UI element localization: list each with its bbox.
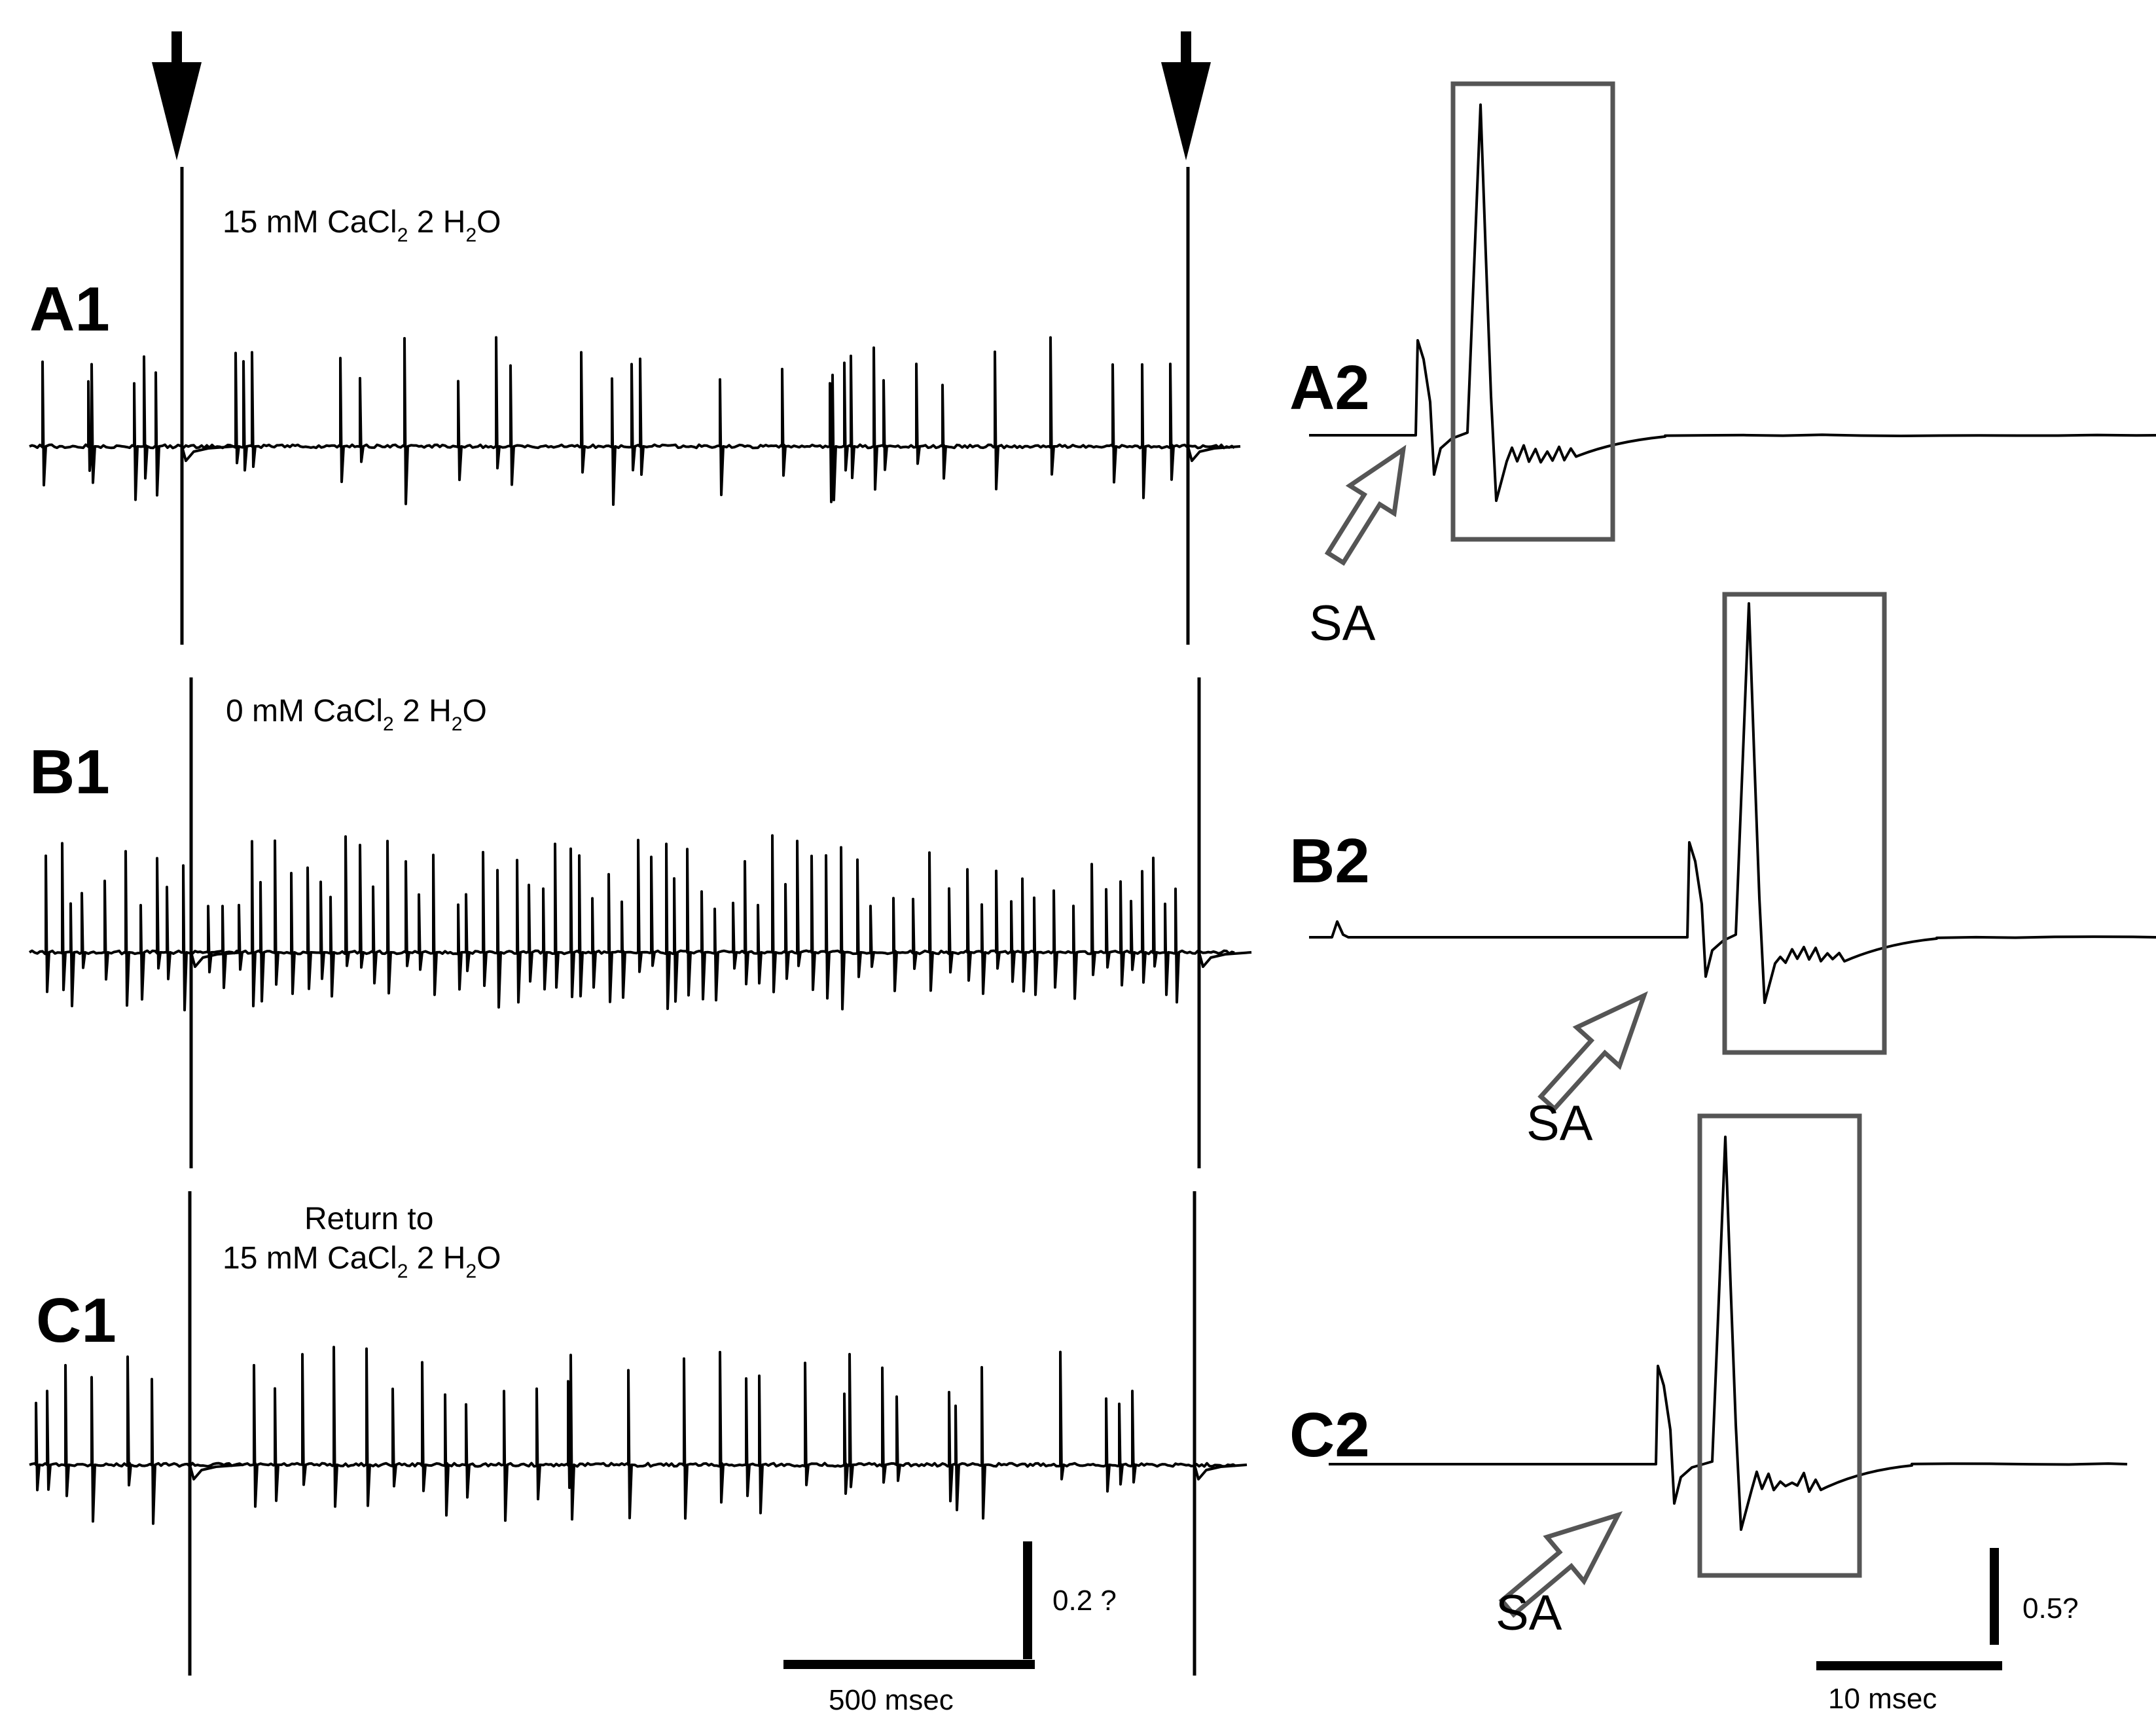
highlight-box-a2 xyxy=(1450,81,1615,542)
panel-label-a1: A1 xyxy=(29,274,110,344)
scale-bar-left-time xyxy=(783,1660,1035,1669)
condition-label-a1: 15 mM CaCl2 2 H2O xyxy=(223,205,501,246)
condition-label-b1: 0 mM CaCl2 2 H2O xyxy=(226,694,487,735)
trace-c2 xyxy=(1329,1136,2128,1531)
trace-b2 xyxy=(1309,602,2156,1004)
condition-label-c1: 15 mM CaCl2 2 H2O xyxy=(223,1241,501,1282)
sa-arrow-c2-icon xyxy=(1498,1511,1623,1618)
scale-bar-right-amplitude xyxy=(1990,1548,1999,1645)
condition-label-c1-line1: Return to xyxy=(304,1202,433,1236)
stimulus-arrow-left-icon xyxy=(152,31,202,160)
highlight-box-c2 xyxy=(1697,1113,1862,1578)
sa-label-a2: SA xyxy=(1309,596,1376,651)
sa-label-c2: SA xyxy=(1496,1585,1562,1641)
panel-label-b1: B1 xyxy=(29,737,110,807)
panel-label-b2: B2 xyxy=(1289,826,1370,896)
highlight-box-b2 xyxy=(1722,592,1887,1055)
sa-arrow-b2-icon xyxy=(1537,991,1648,1112)
sa-arrow-a2-icon xyxy=(1324,444,1407,566)
scale-label-right-time: 10 msec xyxy=(1828,1683,1937,1715)
stimulus-arrow-right-icon xyxy=(1161,31,1211,160)
scale-label-right-amplitude: 0.5? xyxy=(2022,1592,2079,1625)
scale-bar-left-amplitude xyxy=(1023,1541,1032,1659)
trace-a2 xyxy=(1309,103,2156,502)
scale-label-left-time: 500 msec xyxy=(829,1684,954,1716)
panel-label-a2: A2 xyxy=(1289,353,1370,423)
sa-label-b2: SA xyxy=(1526,1096,1593,1151)
trace-c1 xyxy=(29,1191,1248,1676)
scale-bar-right-time xyxy=(1816,1661,2002,1670)
scale-label-left-amplitude: 0.2 ? xyxy=(1052,1585,1117,1617)
panel-label-c1: C1 xyxy=(36,1285,117,1356)
trace-a1 xyxy=(29,167,1241,645)
panel-label-c2: C2 xyxy=(1289,1400,1370,1470)
trace-b1 xyxy=(28,677,1252,1168)
